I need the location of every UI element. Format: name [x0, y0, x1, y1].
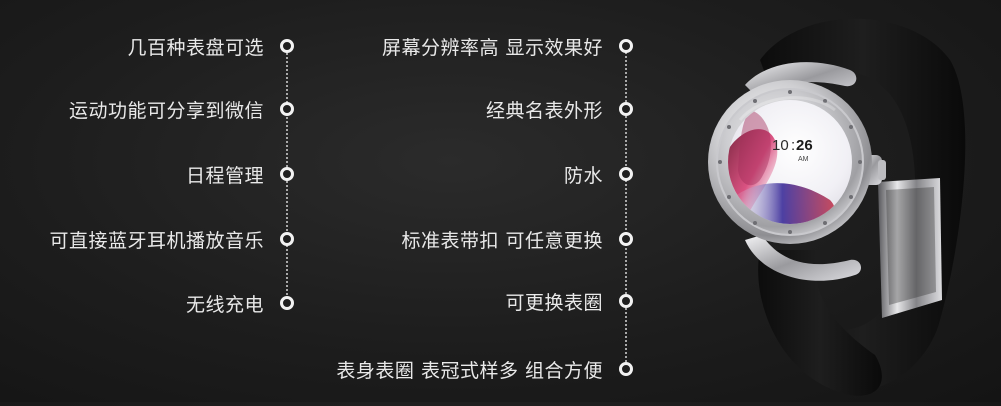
bullet-ring-icon	[280, 102, 294, 116]
strap-clasp	[878, 178, 942, 318]
feature-label: 几百种表盘可选	[127, 36, 264, 59]
feature-label: 无线充电	[185, 293, 264, 316]
feature-label: 日程管理	[185, 164, 264, 187]
feature-item: 表身表圈 表冠式样多 组合方便	[336, 356, 633, 382]
time-ampm: AM	[798, 156, 809, 163]
feature-label: 防水	[563, 164, 603, 187]
right-dotted-connector	[625, 45, 627, 369]
feature-item: 日程管理	[186, 161, 294, 187]
feature-item: 可直接蓝牙耳机播放音乐	[49, 226, 294, 252]
bullet-ring-icon	[280, 232, 294, 246]
feature-item: 标准表带扣 可任意更换	[401, 226, 633, 252]
feature-item: 防水	[564, 161, 633, 187]
feature-item: 运动功能可分享到微信	[69, 96, 294, 122]
smartwatch-icon: 10 : 26 AM	[708, 18, 966, 396]
feature-label: 经典名表外形	[485, 99, 603, 122]
bullet-ring-icon	[280, 296, 294, 310]
bullet-ring-icon	[619, 294, 633, 308]
feature-label: 可更换表圈	[505, 291, 603, 314]
feature-label: 标准表带扣 可任意更换	[401, 229, 603, 252]
svg-text::: :	[791, 137, 795, 154]
smartwatch-image: 10 : 26 AM	[690, 0, 1001, 402]
feature-label: 可直接蓝牙耳机播放音乐	[49, 229, 264, 252]
time-minute: 26	[796, 137, 813, 154]
feature-label: 屏幕分辨率高 显示效果好	[381, 36, 603, 59]
feature-item: 可更换表圈	[505, 288, 633, 314]
feature-label: 表身表圈 表冠式样多 组合方便	[336, 359, 603, 382]
bullet-ring-icon	[619, 102, 633, 116]
bullet-ring-icon	[619, 167, 633, 181]
time-hour: 10	[772, 137, 789, 154]
bullet-ring-icon	[280, 167, 294, 181]
feature-label: 运动功能可分享到微信	[68, 99, 264, 122]
feature-item: 屏幕分辨率高 显示效果好	[382, 33, 633, 59]
bullet-ring-icon	[280, 39, 294, 53]
bullet-ring-icon	[619, 362, 633, 376]
bullet-ring-icon	[619, 232, 633, 246]
strap-front	[758, 250, 882, 396]
bullet-ring-icon	[619, 39, 633, 53]
feature-item: 几百种表盘可选	[127, 33, 294, 59]
lug-bottom	[745, 235, 862, 281]
feature-item: 经典名表外形	[486, 96, 633, 122]
feature-item: 无线充电	[186, 290, 294, 316]
